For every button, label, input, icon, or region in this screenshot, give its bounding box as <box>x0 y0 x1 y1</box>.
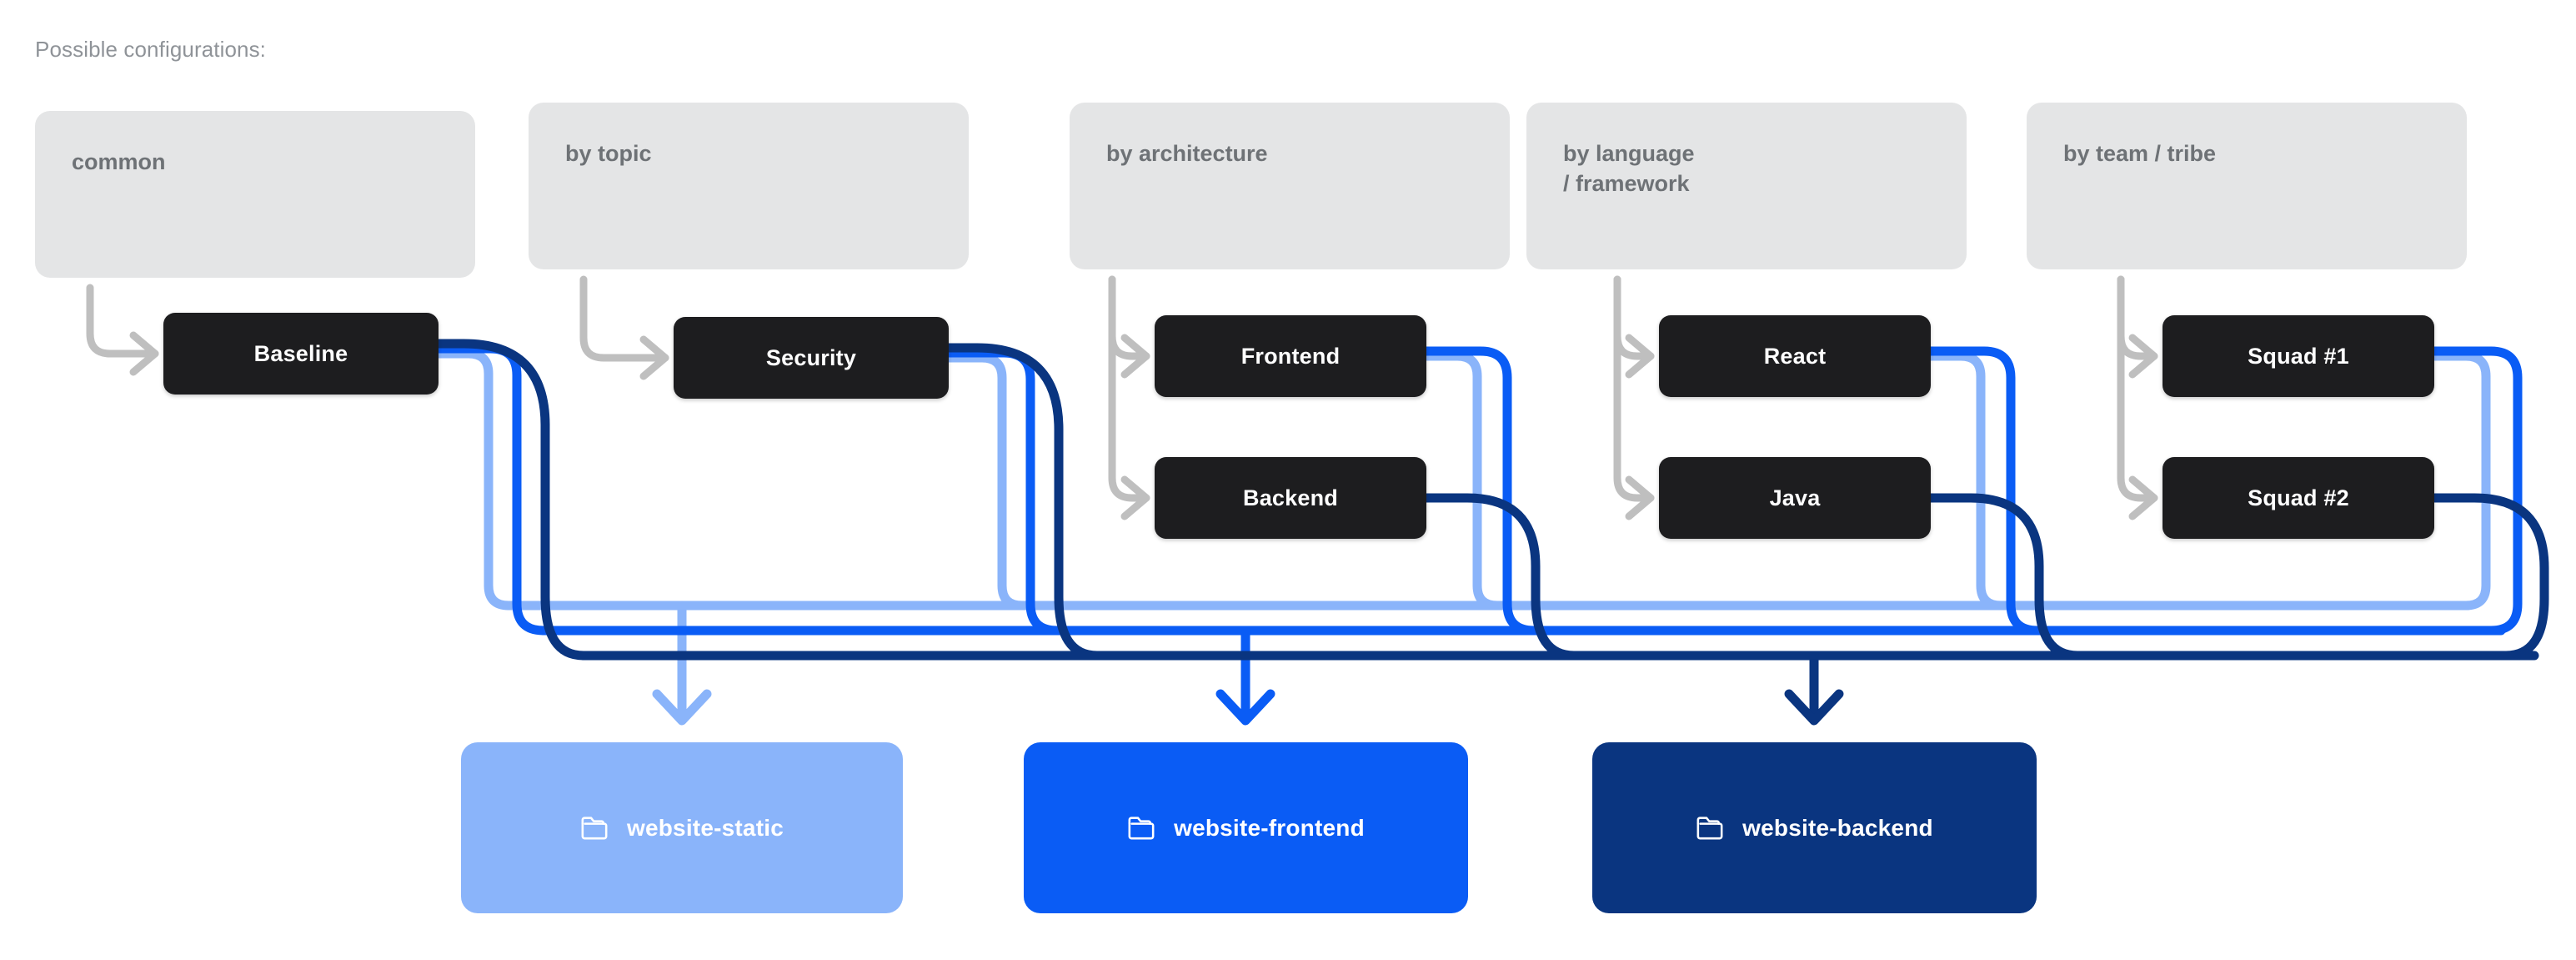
gray-arrow-lang-java <box>1613 275 1655 502</box>
wire-baseline-to-backend <box>434 339 672 661</box>
category-box-by-architecture[interactable]: by architecture <box>1070 103 1510 269</box>
page-title: Possible configurations: <box>35 37 266 62</box>
gray-arrow-group <box>86 275 2158 520</box>
wire-frontend-arrowhead <box>1215 689 1275 726</box>
wire-frontend-to-static <box>1421 351 1516 611</box>
output-box-website-frontend[interactable]: website-frontend <box>1024 742 1468 913</box>
wire-baseline-to-static <box>434 349 672 611</box>
node-squad-2[interactable]: Squad #2 <box>2163 457 2434 539</box>
wire-squad2-to-backend <box>2096 493 2549 661</box>
output-label: website-backend <box>1742 814 1933 841</box>
node-label: Frontend <box>1240 343 1341 369</box>
wire-security-to-backend <box>944 343 1122 661</box>
wire-group-website-static <box>434 349 2491 726</box>
node-label: Squad #2 <box>2248 485 2349 510</box>
gray-arrowhead-common-baseline <box>129 331 159 376</box>
gray-arrowhead-arch-backend <box>1120 475 1150 520</box>
wire-squad1-to-static <box>2012 351 2491 611</box>
output-box-website-static[interactable]: website-static <box>461 742 903 913</box>
wire-java-to-backend <box>1926 493 2102 661</box>
node-label: Baseline <box>253 340 348 366</box>
node-frontend[interactable]: Frontend <box>1155 315 1426 397</box>
node-squad-1[interactable]: Squad #1 <box>2163 315 2434 397</box>
folder-icon <box>1128 816 1155 839</box>
gray-arrow-common-baseline <box>86 284 159 358</box>
gray-arrowhead-topic-security <box>639 335 669 380</box>
gray-arrowhead-lang-react <box>1625 334 1655 379</box>
category-box-by-team-tribe[interactable]: by team / tribe <box>2027 103 2467 269</box>
gray-arrowhead-team-squad2 <box>2128 475 2158 520</box>
output-label: website-static <box>627 814 784 841</box>
wire-backend-to-backend <box>1421 493 1599 661</box>
category-box-common[interactable]: common <box>35 111 475 278</box>
gray-arrowhead-team-squad1 <box>2128 334 2158 379</box>
category-box-by-language-framework[interactable]: by language / framework <box>1526 103 1967 269</box>
output-box-website-backend[interactable]: website-backend <box>1592 742 2037 913</box>
wire-group-website-backend <box>434 339 2549 726</box>
folder-icon <box>1696 816 1723 839</box>
output-label: website-frontend <box>1174 814 1365 841</box>
category-label: by topic <box>565 141 652 166</box>
node-label: Backend <box>1243 485 1338 510</box>
category-label: by architecture <box>1106 141 1268 166</box>
node-baseline[interactable]: Baseline <box>163 313 439 395</box>
node-backend[interactable]: Backend <box>1155 457 1426 539</box>
category-box-by-topic[interactable]: by topic <box>529 103 969 269</box>
node-label: Security <box>765 344 857 370</box>
node-java[interactable]: Java <box>1659 457 1931 539</box>
node-security[interactable]: Security <box>674 317 949 399</box>
category-label: by team / tribe <box>2063 141 2217 166</box>
wire-security-to-static <box>944 353 1039 611</box>
node-label: React <box>1763 343 1827 369</box>
wire-baseline-to-frontend <box>434 344 672 636</box>
wire-static-arrowhead <box>652 689 712 726</box>
gray-arrow-arch-backend <box>1108 275 1150 502</box>
gray-arrow-topic-security <box>579 275 669 362</box>
node-react[interactable]: React <box>1659 315 1931 397</box>
node-label: Squad #1 <box>2248 343 2349 369</box>
category-label: common <box>72 149 166 174</box>
gray-arrowhead-arch-frontend <box>1120 334 1150 379</box>
node-label: Java <box>1769 485 1821 510</box>
gray-arrowhead-lang-java <box>1625 475 1655 520</box>
wire-backend-arrowhead <box>1784 689 1844 726</box>
gray-arrow-team-squad2 <box>2117 275 2158 502</box>
folder-icon <box>581 816 608 839</box>
category-label: by language / framework <box>1563 141 1695 196</box>
wire-react-to-static <box>1926 351 2021 611</box>
